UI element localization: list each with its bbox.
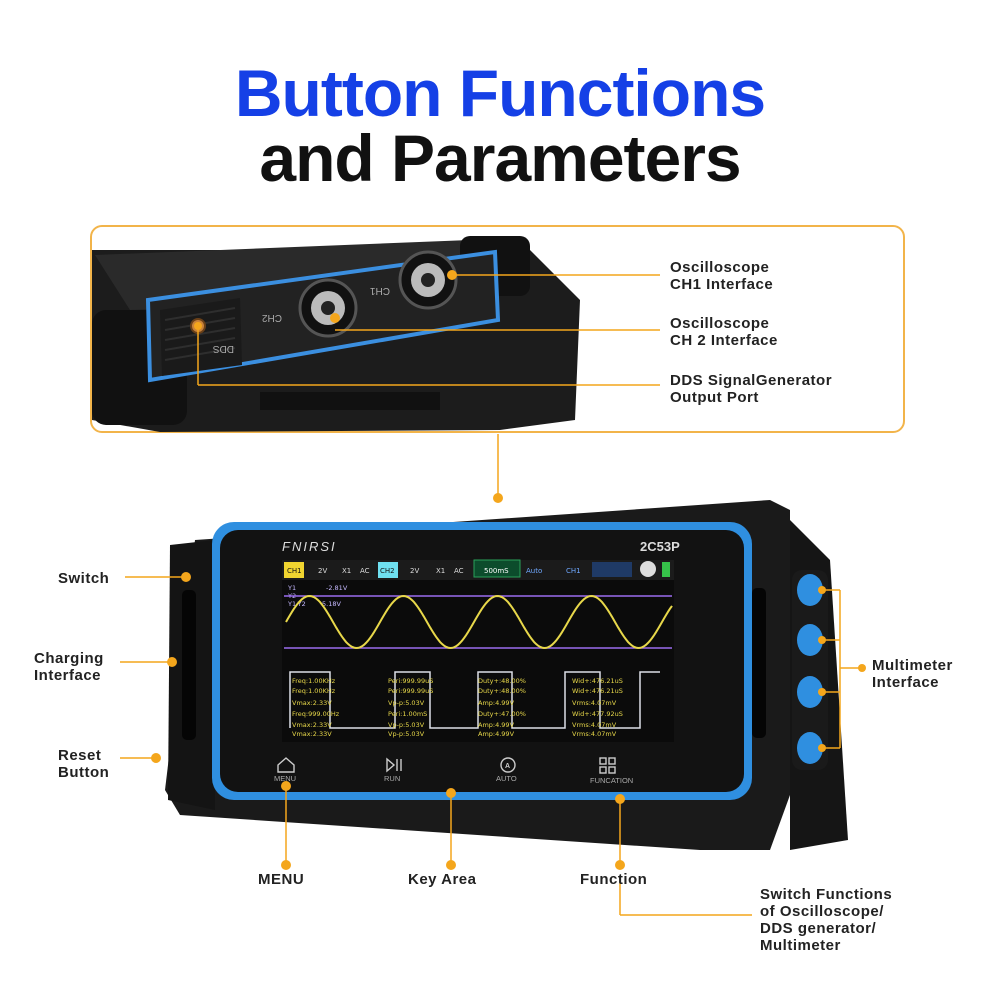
key-labels: MENU RUN AUTO FUNCATION — [274, 774, 633, 785]
readout-text: Amp:4.99V — [478, 699, 515, 707]
measurement-readouts: Freq:1.00KHzFreq:1.00KHzVmax:2.33VFreq:9… — [292, 677, 623, 738]
grille-lines — [164, 307, 236, 361]
run-stop-indicator — [640, 561, 656, 577]
readout-text: Vmax:2.33V — [292, 699, 332, 707]
svg-text:A: A — [505, 763, 510, 770]
svg-text:Auto: Auto — [526, 567, 542, 575]
readout-text: Vmax:2.33V — [292, 721, 332, 729]
svg-text:-2.81V: -2.81V — [326, 584, 348, 592]
readout-text: Wid+:476.21uS — [572, 677, 623, 685]
svg-text:RUN: RUN — [384, 774, 400, 783]
readout-text: Amp:4.99V — [478, 721, 515, 729]
svg-text:X1: X1 — [342, 567, 351, 575]
callout-dot-top-panel — [493, 493, 503, 503]
svg-text:AC: AC — [360, 567, 370, 575]
readout-text: Vp-p:5.03V — [388, 721, 425, 729]
svg-text:Y1: Y1 — [287, 584, 296, 592]
play-pause-icon — [386, 757, 402, 773]
readout-text: Vp-p:5.03V — [388, 699, 425, 707]
readout-text: Duty+:47.00% — [478, 710, 526, 718]
svg-text:CH1: CH1 — [287, 567, 302, 575]
readout-text: Wid+:476.21uS — [572, 687, 623, 695]
readout-text: Vrms:4.07mV — [572, 721, 617, 729]
sine-wave — [285, 594, 673, 650]
function-grid-icon — [599, 757, 607, 765]
auto-icon — [500, 757, 516, 773]
readout-text: Amp:4.99V — [478, 730, 515, 738]
svg-text:500mS: 500mS — [484, 567, 509, 575]
main-callout-lines — [120, 576, 862, 916]
readout-text: Vp-p:5.03V — [388, 730, 425, 738]
readout-text: Duty+:48.00% — [478, 677, 526, 685]
multimeter-jacks — [792, 570, 828, 770]
top-kickstand — [260, 392, 440, 410]
ch1-port-label: CH1 — [370, 285, 390, 296]
battery-indicator — [662, 562, 670, 577]
label-key-area: Key Area — [408, 871, 477, 888]
svg-text:AC: AC — [454, 567, 464, 575]
readout-text: Vrms:4.07mV — [572, 730, 617, 738]
readout-text: Peri:1.00mS — [388, 710, 427, 718]
readout-text: Freq:999.00Hz — [292, 710, 340, 718]
top-callout-lines — [197, 274, 660, 498]
svg-text:FUNCATION: FUNCATION — [590, 776, 633, 785]
key-icons — [277, 757, 616, 774]
label-switch-functions: Switch Functions of Oscilloscope/ DDS ge… — [760, 886, 893, 954]
svg-text:MENU: MENU — [274, 774, 296, 783]
svg-text:X1: X1 — [436, 567, 445, 575]
label-switch: Switch — [58, 570, 110, 587]
readout-text: Duty+:48.00% — [478, 687, 526, 695]
callout-dot-dds — [194, 322, 202, 330]
status-bar-text: CH1 2V X1 AC CH2 2V X1 AC 500mS Auto CH1 — [287, 567, 581, 575]
callout-dots — [151, 572, 866, 870]
home-icon — [277, 757, 295, 773]
ch2-port-label: CH2 — [262, 312, 282, 323]
svg-text:CH1: CH1 — [566, 567, 581, 575]
svg-text:5.18V: 5.18V — [322, 600, 341, 608]
label-menu: MENU — [258, 871, 305, 888]
readout-text: Freq:1.00KHz — [292, 687, 336, 695]
page-subtitle: and Parameters — [259, 121, 741, 195]
dds-port-label: DDS — [213, 343, 234, 354]
readout-text: Peri:999.99uS — [388, 687, 433, 695]
label-function: Function — [580, 871, 648, 888]
callout-dot-ch1 — [447, 270, 457, 280]
square-wave — [289, 671, 660, 729]
left-side-slot — [182, 590, 196, 740]
svg-text:AUTO: AUTO — [496, 774, 517, 783]
readout-text: Freq:1.00KHz — [292, 677, 336, 685]
readout-text: Vrms:4.07mV — [572, 699, 617, 707]
top-panel-frame — [90, 225, 905, 433]
brand-logo: FNIRSI — [282, 539, 337, 554]
model-label: 2C53P — [640, 539, 680, 554]
right-side-slot — [752, 588, 766, 738]
readout-text: Vmax:2.33V — [292, 730, 332, 738]
svg-text:2V: 2V — [318, 567, 327, 575]
svg-text:CH2: CH2 — [380, 567, 395, 575]
svg-text:2V: 2V — [410, 567, 419, 575]
callout-dot-ch2 — [330, 313, 340, 323]
page-title: Button Functions — [234, 56, 766, 130]
readout-text: Peri:999.99uS — [388, 677, 433, 685]
readout-text: Wid+:477.92uS — [572, 710, 623, 718]
